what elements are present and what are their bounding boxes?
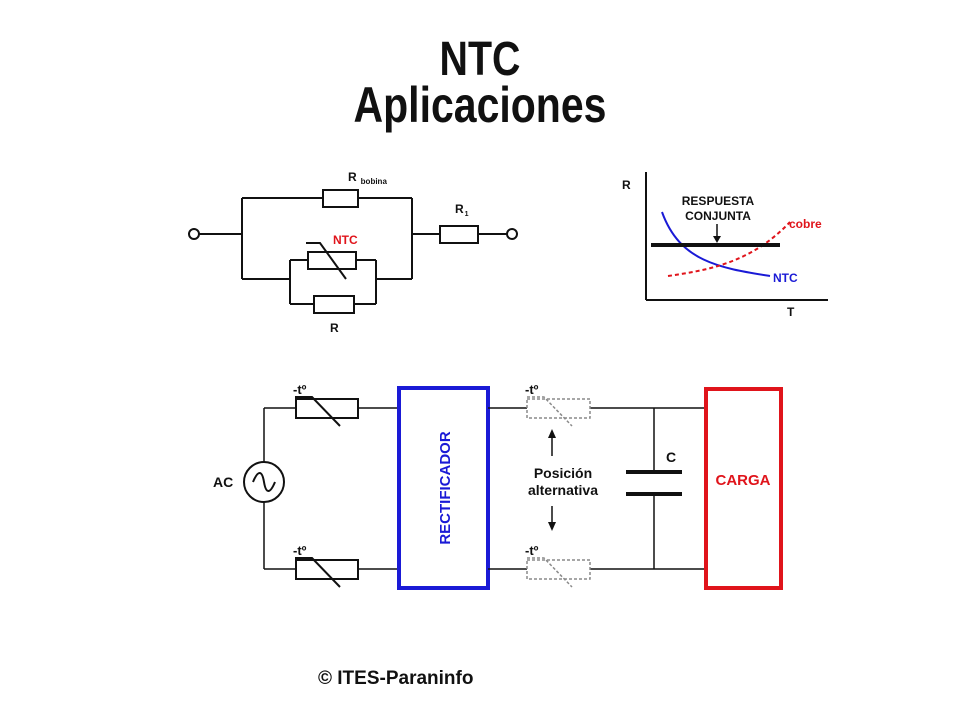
label-carga: CARGA	[716, 472, 771, 489]
resistance-temperature-graph: R T RESPUESTA CONJUNTA cobre NTC	[622, 172, 828, 319]
thermistor-alt-bottom-slash	[527, 557, 573, 588]
temp-label-alt-top: -tº	[525, 382, 539, 397]
thermistor-alt-top	[526, 398, 591, 419]
resistor-r1	[439, 225, 479, 244]
label-conjunta: CONJUNTA	[685, 209, 751, 223]
title-aplicaciones: Aplicaciones	[353, 77, 607, 133]
graph-y-label: R	[622, 178, 631, 192]
alt-arrow-up-head	[548, 429, 556, 438]
label-ac: AC	[213, 474, 233, 490]
title-ntc: NTC	[439, 33, 521, 86]
terminal-right	[506, 228, 518, 240]
terminal-left	[188, 228, 200, 240]
load-block	[704, 387, 783, 590]
label-rectificador: RECTIFICADOR	[437, 431, 454, 544]
thermistor-alt-top-slash	[527, 396, 573, 427]
circuit-2: -tº -tº AC RECTIFICADOR -tº -tº	[213, 382, 783, 590]
temp-label-input-top: -tº	[293, 382, 307, 397]
label-alternativa: alternativa	[528, 482, 598, 498]
resistor-r-bobina	[322, 189, 359, 208]
label-ntc: NTC	[333, 233, 358, 247]
thermistor-input-top	[295, 398, 359, 419]
temp-label-input-bottom: -tº	[293, 543, 307, 558]
ac-wave-icon	[252, 472, 276, 492]
label-respuesta: RESPUESTA	[682, 194, 755, 208]
label-r1: R1	[455, 202, 469, 218]
thermistor-input-top-slash	[295, 396, 341, 427]
thermistor-input-bottom-slash	[295, 557, 341, 588]
ntc-curve	[661, 211, 771, 277]
temp-label-alt-bottom: -tº	[525, 543, 539, 558]
label-posicion: Posición	[534, 465, 592, 481]
label-capacitor: C	[666, 449, 676, 465]
copyright-footer: © ITES-Paraninfo	[318, 668, 474, 689]
response-arrow-head	[713, 236, 721, 243]
cobre-curve	[667, 221, 791, 277]
ac-source	[243, 461, 285, 503]
label-r: R	[330, 321, 339, 335]
thermistor-input-bottom	[295, 559, 359, 580]
label-ntc-curve: NTC	[773, 271, 798, 285]
rectifier-block	[397, 386, 490, 590]
thermistor-ntc-1-slash	[306, 242, 347, 280]
thermistor-alt-bottom	[526, 559, 591, 580]
circuit-1	[188, 189, 518, 314]
label-cobre: cobre	[789, 217, 822, 231]
alt-arrow-down-head	[548, 522, 556, 531]
resistor-r	[313, 295, 355, 314]
graph-x-label: T	[787, 305, 795, 319]
